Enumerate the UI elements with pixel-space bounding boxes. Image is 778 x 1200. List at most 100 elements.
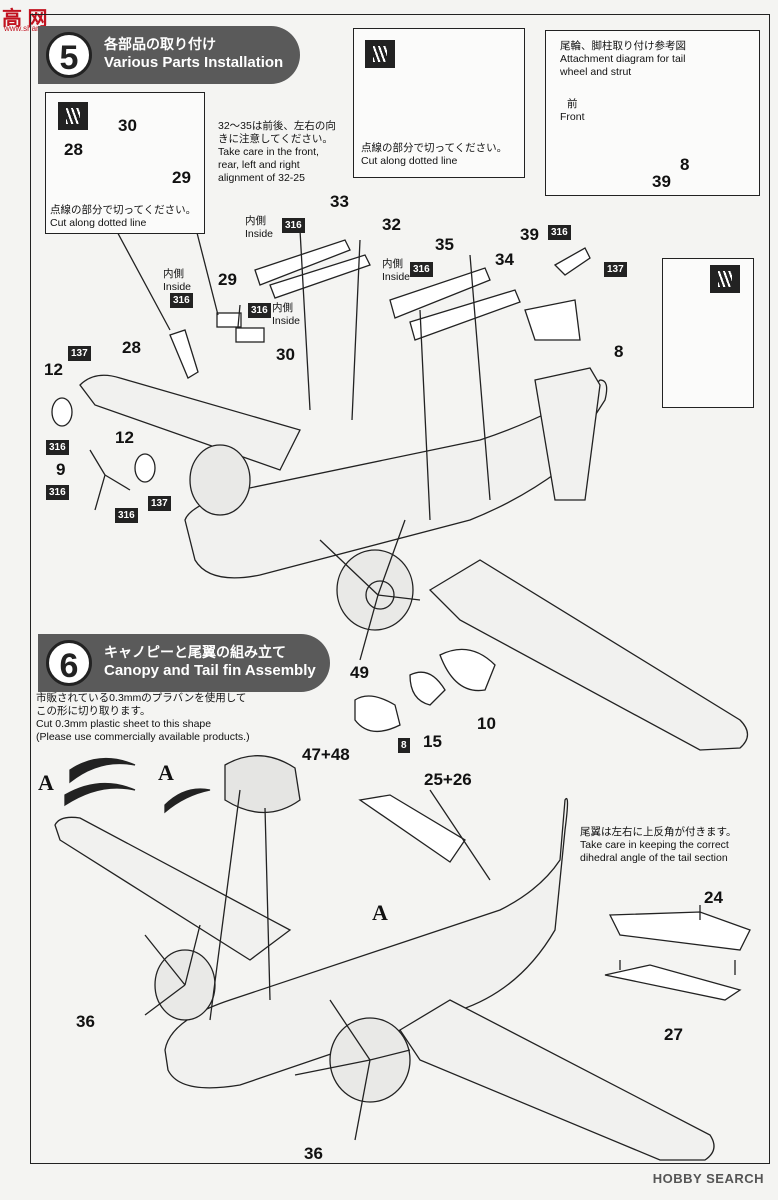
note-front: 前 Front [560, 98, 585, 124]
part-number: 33 [330, 192, 349, 211]
detail-box-tail-wheel [545, 30, 760, 196]
step5-number: 5 [46, 32, 92, 78]
part-number: 28 [122, 338, 141, 357]
note-text-jp: 前 [567, 98, 578, 110]
part-code-badge: 137 [68, 346, 91, 361]
part-label-a: A [372, 900, 388, 925]
part-number: 30 [276, 345, 295, 364]
part-number: 27 [664, 1025, 683, 1044]
part-code-badge: 316 [115, 508, 138, 523]
part-number: 12 [44, 360, 63, 379]
part-number: 36 [76, 1012, 95, 1031]
note-text-en: Inside [382, 271, 411, 283]
note-text-en: Cut along dotted line [50, 217, 147, 229]
site-logo-text: 高 网 [2, 8, 48, 30]
note-text-jp: 点線の部分で切ってください。 [50, 204, 197, 216]
note-text-en: Cut along dotted line [361, 155, 458, 167]
part-number: 47+48 [302, 745, 350, 764]
part-number: 25+26 [424, 770, 472, 789]
note-text-jp: 内側 [272, 302, 293, 314]
note-dihedral: 尾翼は左右に上反角が付きます。 Take care in keeping the… [580, 826, 736, 865]
note-text-jp: 尾翼は左右に上反角が付きます。 [580, 826, 737, 838]
part-number: 39 [652, 172, 671, 191]
page-frame [30, 14, 770, 1164]
step5-header: 5 各部品の取り付け Various Parts Installation [38, 26, 300, 84]
note-text-en: wheel and strut [560, 66, 632, 78]
note-alignment: 32～35は前後、左右の向 きに注意してください。 Take care in t… [218, 120, 336, 185]
site-logo-subtext: www.shan... [4, 24, 48, 33]
note-text-en: alignment of 32-25 [218, 172, 305, 184]
part-number: 24 [704, 888, 723, 907]
note-text-en: Inside [163, 281, 192, 293]
note-inside-4: 内側 Inside [382, 258, 410, 284]
note-text-jp: 内側 [245, 215, 266, 227]
note-cut-dotted-1: 点線の部分で切ってください。 Cut along dotted line [50, 204, 196, 230]
part-number: 15 [423, 732, 442, 751]
part-number: 9 [56, 460, 66, 479]
part-code-badge: 316 [410, 262, 433, 277]
part-code-badge: 316 [170, 293, 193, 308]
part-code-badge: 8 [398, 738, 410, 753]
step5-title-en: Various Parts Installation [104, 54, 284, 71]
part-number: 49 [350, 663, 369, 682]
part-code-badge: 316 [282, 218, 305, 233]
part-number: 10 [477, 714, 496, 733]
step5-title-jp: 各部品の取り付け [104, 36, 216, 52]
scissors-cut-icon [365, 40, 395, 68]
scissors-cut-icon [710, 265, 740, 293]
note-text-en: (Please use commercially available produ… [36, 731, 250, 743]
part-number: 29 [218, 270, 237, 289]
note-text-jp: きに注意してください。 [218, 133, 333, 145]
note-text-en: Attachment diagram for tail [560, 53, 686, 65]
note-text-jp: 市販されている0.3mmのプラバンを使用して [36, 692, 247, 704]
part-number: 8 [614, 342, 624, 361]
part-number: 32 [382, 215, 401, 234]
note-text-en: Inside [245, 228, 274, 240]
part-label-a: A [158, 760, 174, 785]
part-code-badge: 316 [46, 485, 69, 500]
part-code-badge: 137 [148, 496, 171, 511]
step6-title-jp: キャノピーと尾翼の組み立て [104, 644, 286, 660]
detail-box-antenna [662, 258, 754, 408]
note-cut-dotted-2: 点線の部分で切ってください。 Cut along dotted line [361, 142, 507, 168]
part-code-badge: 316 [46, 440, 69, 455]
note-text-jp: 内側 [163, 268, 184, 280]
part-number: 36 [304, 1144, 323, 1163]
note-text-en: Cut 0.3mm plastic sheet to this shape [36, 718, 212, 730]
note-text-en: dihedral angle of the tail section [580, 852, 728, 864]
note-inside-3: 内側 Inside [272, 302, 300, 328]
note-text-jp: 点線の部分で切ってください。 [361, 142, 508, 154]
part-number: 29 [172, 168, 191, 187]
note-text-en: Front [560, 111, 585, 123]
note-text-en: Take care in keeping the correct [580, 839, 729, 851]
part-number: 39 [520, 225, 539, 244]
note-text-en: rear, left and right [218, 159, 300, 171]
part-number: 35 [435, 235, 454, 254]
note-inside-2: 内側 Inside [163, 268, 191, 294]
part-number: 12 [115, 428, 134, 447]
note-text-jp: 32～35は前後、左右の向 [218, 120, 336, 132]
part-label-a: A [38, 770, 54, 795]
part-code-badge: 316 [548, 225, 571, 240]
hobby-search-watermark: HOBBY SEARCH [652, 1171, 764, 1186]
part-number: 30 [118, 116, 137, 135]
note-text-jp: 尾輪、脚柱取り付け参考図 [560, 40, 686, 52]
step5-aircraft-drawing [51, 199, 749, 751]
step6-aircraft-drawing [54, 648, 751, 1161]
part-number: 8 [680, 155, 690, 174]
note-plastic-sheet: 市販されている0.3mmのプラバンを使用して この形に切り取ります。 Cut 0… [36, 692, 250, 744]
part-number: 28 [64, 140, 83, 159]
part-number: 34 [495, 250, 514, 269]
note-text-jp: この形に切り取ります。 [36, 705, 151, 717]
part-code-badge: 316 [248, 303, 271, 318]
note-inside-1: 内側 Inside [245, 215, 273, 241]
step6-number: 6 [46, 640, 92, 686]
scissors-cut-icon [58, 102, 88, 130]
part-code-badge: 137 [604, 262, 627, 277]
note-text-en: Take care in the front, [218, 146, 319, 158]
step6-header: 6 キャノピーと尾翼の組み立て Canopy and Tail fin Asse… [38, 634, 330, 692]
note-text-en: Inside [272, 315, 301, 327]
step6-title-en: Canopy and Tail fin Assembly [104, 662, 316, 679]
